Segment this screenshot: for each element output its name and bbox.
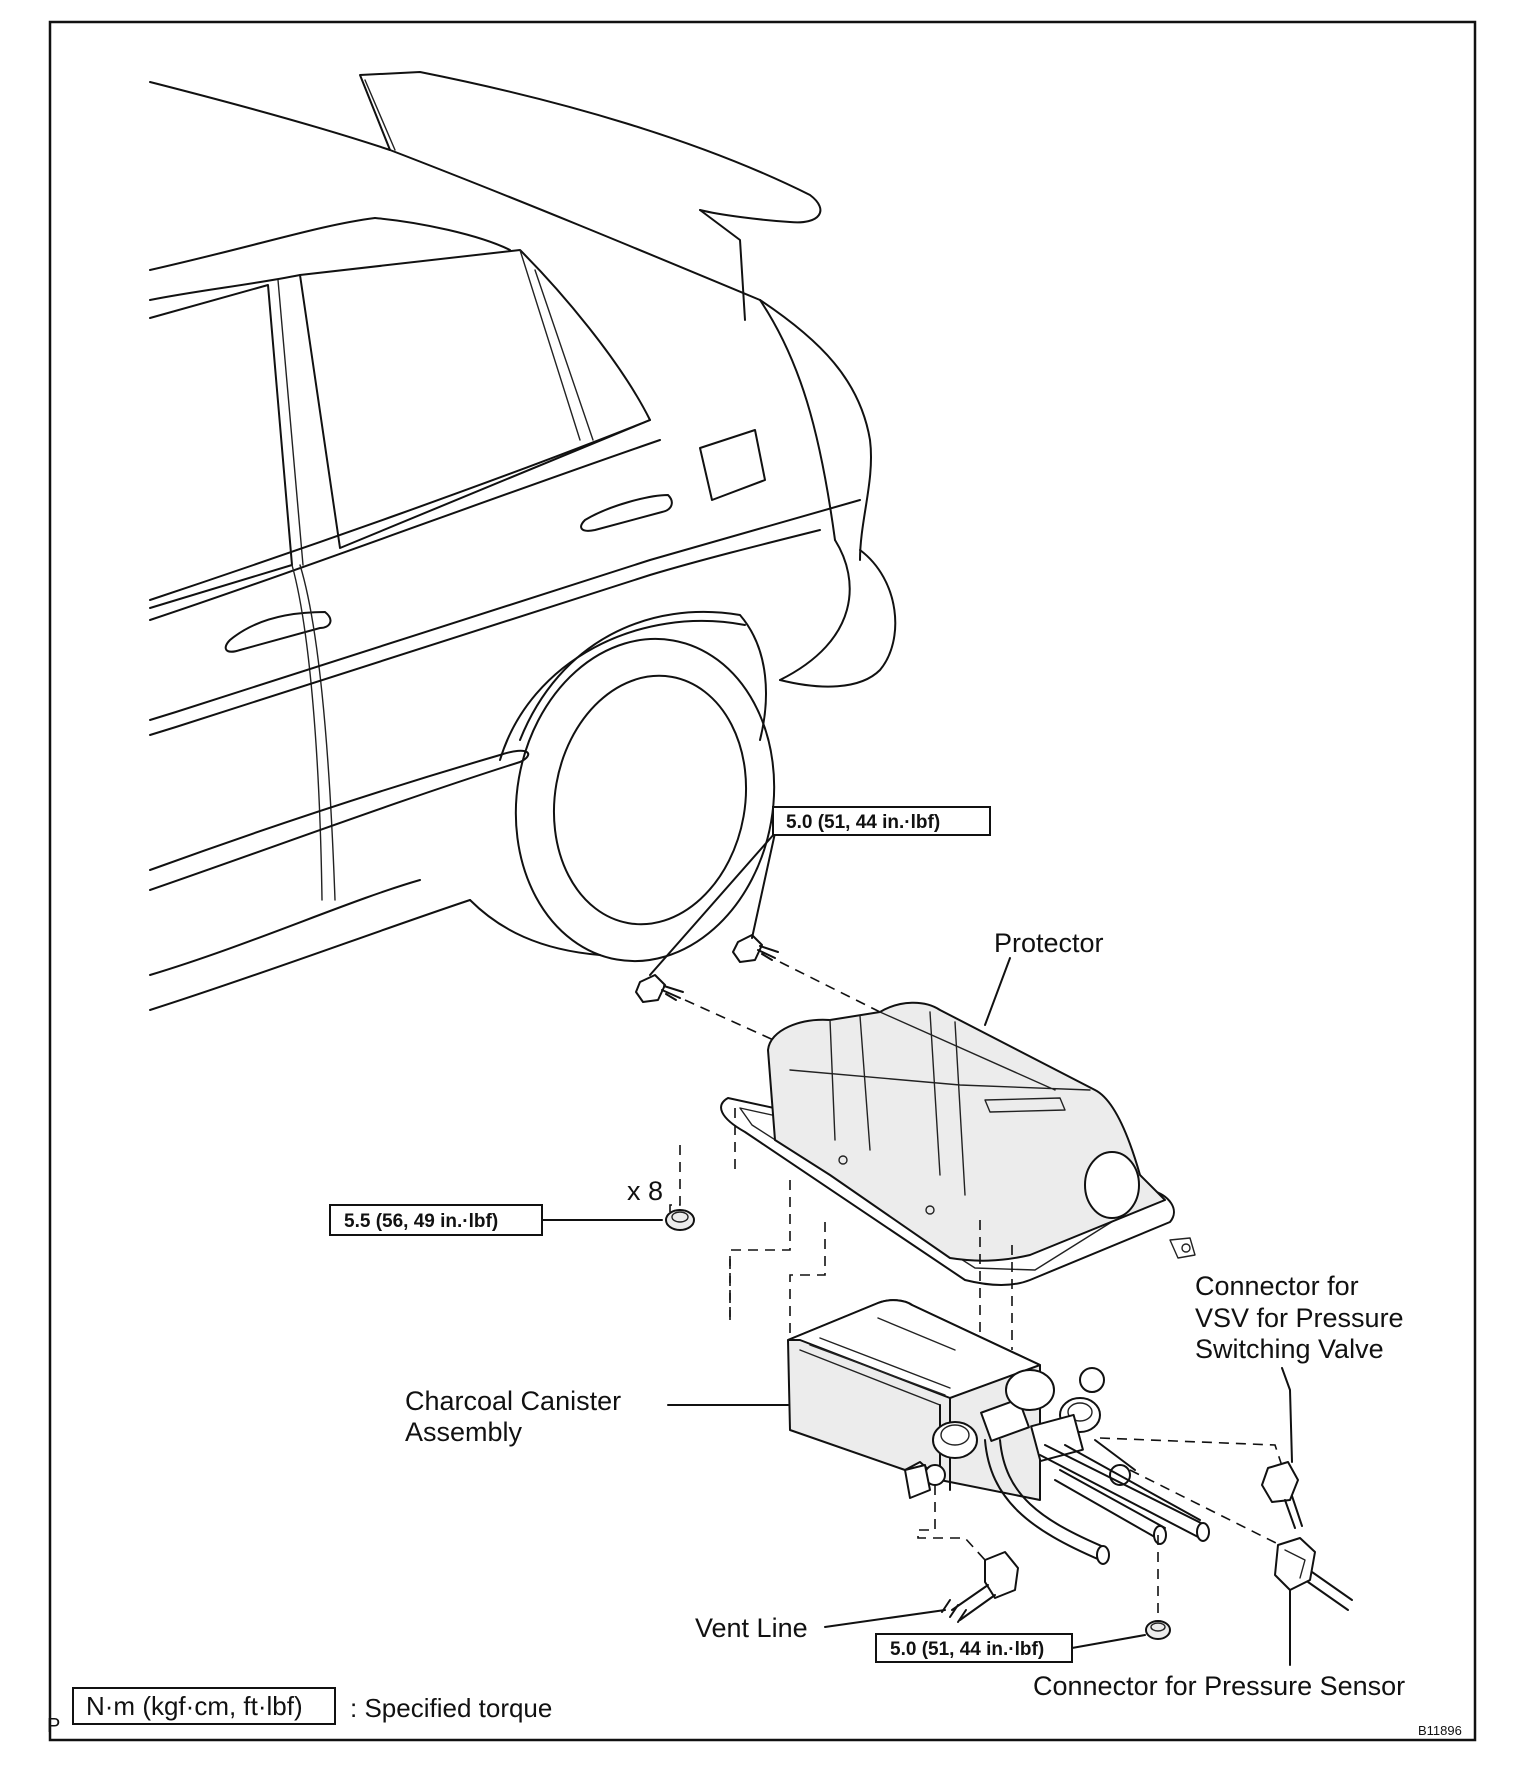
torque-box-protector-bolts: 5.0 (51, 44 in.·lbf) bbox=[772, 806, 991, 836]
vsv-label-line2: VSV for Pressure bbox=[1195, 1303, 1404, 1333]
pressure-sensor-connector-part bbox=[1274, 1537, 1353, 1611]
protector-label: Protector bbox=[994, 928, 1104, 958]
protector-bolt-lower bbox=[635, 974, 684, 1003]
vehicle-outline bbox=[149, 71, 897, 1011]
legend-prefix: P bbox=[47, 1715, 60, 1737]
vent-line-fitting bbox=[941, 1551, 1019, 1623]
protector-leader bbox=[984, 957, 1011, 1026]
protector-bolt-upper bbox=[732, 934, 779, 963]
canister-label-line1: Charcoal Canister bbox=[405, 1386, 621, 1416]
vent-line-leader bbox=[824, 1609, 946, 1628]
torque-legend: P N·m (kgf·cm, ft·lbf) : Specified torqu… bbox=[47, 1687, 552, 1737]
vsv-connector-part bbox=[1261, 1461, 1303, 1529]
canister-label-line2: Assembly bbox=[405, 1417, 523, 1447]
torque-canister-nut: 5.0 (51, 44 in.·lbf) bbox=[890, 1639, 1044, 1660]
diagram-frame bbox=[48, 20, 1477, 1742]
legend-unit-box: N·m (kgf·cm, ft·lbf) bbox=[86, 1691, 303, 1721]
legend-description: : Specified torque bbox=[350, 1693, 552, 1723]
torque-box-protector-nuts: 5.5 (56, 49 in.·lbf) bbox=[329, 1204, 543, 1236]
torque-protector-nuts: 5.5 (56, 49 in.·lbf) bbox=[344, 1211, 498, 1232]
torque-protector-bolts: 5.0 (51, 44 in.·lbf) bbox=[786, 812, 940, 833]
vent-line-label: Vent Line bbox=[695, 1613, 808, 1643]
torque-box-canister-nut: 5.0 (51, 44 in.·lbf) bbox=[875, 1633, 1073, 1663]
protector-part bbox=[720, 1001, 1196, 1286]
canister-nut bbox=[1145, 1620, 1171, 1640]
protector-nut bbox=[665, 1209, 695, 1231]
canister-nut-leader bbox=[1071, 1634, 1146, 1649]
pressure-sensor-label: Connector for Pressure Sensor bbox=[1033, 1671, 1405, 1701]
vsv-label-line3: Switching Valve bbox=[1195, 1334, 1384, 1364]
quantity-label: x 8 bbox=[627, 1176, 663, 1206]
vsv-leader bbox=[1281, 1367, 1293, 1463]
charcoal-canister-part bbox=[787, 1299, 1210, 1565]
vsv-label-line1: Connector for bbox=[1195, 1271, 1359, 1301]
figure-code: B11896 bbox=[1418, 1723, 1462, 1738]
